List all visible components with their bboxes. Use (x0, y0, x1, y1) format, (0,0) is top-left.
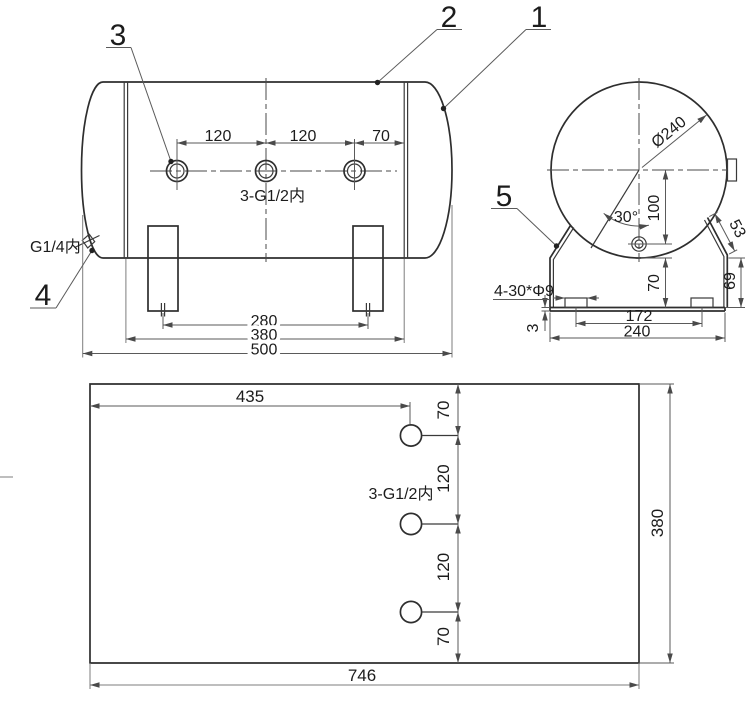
drain-thread-label: G1/4内 (30, 238, 81, 256)
dim-port-to-edge: 70 (434, 627, 453, 646)
callout-4: 4 (35, 279, 52, 312)
slot-left (564, 297, 588, 309)
dim-seam-to-seam: 380 (251, 327, 278, 344)
flat-ports-thread-label: 3-G1/2内 (369, 485, 434, 503)
slots-label: 4-30*Φ9 (494, 283, 554, 300)
flat-port-middle (399, 512, 423, 536)
end-dimensions (493, 170, 745, 342)
dim-plate-length: 746 (348, 666, 376, 685)
weld-seams (123, 82, 409, 258)
drain-port (74, 233, 100, 249)
drain-port-end (628, 236, 672, 252)
dim-base-width: 240 (624, 324, 651, 341)
dim-slot-spacing: 172 (626, 308, 653, 325)
dim-edge-to-port: 70 (434, 401, 453, 420)
dim-leg-diagonal: 53 (725, 217, 748, 241)
port-middle (254, 159, 278, 183)
dim-port-spacing-right: 120 (290, 128, 317, 145)
end-view: Ø240 30° 100 70 69 53 172 240 3 4-30*Φ9 … (491, 78, 749, 342)
centerlines (547, 78, 728, 262)
flat-port-bottom (399, 600, 423, 624)
dim-port-to-seam: 70 (372, 128, 390, 145)
right-leg (352, 225, 384, 312)
flat-view: 435 70 120 120 70 380 746 3-G1/2内 (89, 383, 674, 689)
dim-port-angle: 30° (614, 209, 638, 226)
dim-leg-vertical: 69 (722, 272, 739, 290)
ports-thread-label: 3-G1/2内 (240, 187, 305, 205)
dim-plate-width: 380 (648, 509, 667, 537)
dim-port-spacing-upper: 120 (434, 464, 453, 492)
plate-outline (89, 383, 640, 664)
dim-port-offset: 100 (646, 195, 663, 222)
side-callouts (30, 29, 551, 309)
side-port-stub (726, 158, 738, 182)
dim-port-from-edge: 435 (236, 387, 264, 406)
dim-plate-thickness: 3 (525, 323, 542, 332)
side-dimensions (82, 139, 453, 358)
callout-1: 1 (531, 1, 548, 34)
dim-port-spacing-left: 120 (205, 128, 232, 145)
side-view: 120 120 70 3-G1/2内 G1/4内 280 380 500 3 2… (30, 1, 551, 363)
slot-right (690, 297, 714, 309)
callout-2: 2 (441, 1, 458, 34)
tank-right-head (424, 81, 453, 259)
base-plate (549, 297, 726, 312)
flat-port-top (399, 424, 423, 447)
dim-shell-to-base: 70 (646, 274, 663, 292)
dim-port-spacing-lower: 120 (434, 553, 453, 581)
left-leg (147, 225, 179, 312)
legs (147, 225, 384, 317)
flat-dimensions (89, 383, 674, 689)
flat-ports (399, 424, 458, 624)
callout-3: 3 (110, 19, 127, 52)
end-callouts (491, 208, 560, 249)
diameter-dimension (641, 114, 707, 168)
dim-leg-spacing: 280 (251, 313, 278, 330)
saddle-legs (549, 217, 729, 308)
tank-outline (80, 81, 453, 259)
angle-reference (590, 169, 649, 249)
tank-left-head (80, 81, 104, 259)
callout-5: 5 (496, 180, 513, 213)
dim-overall-length: 500 (251, 342, 278, 359)
